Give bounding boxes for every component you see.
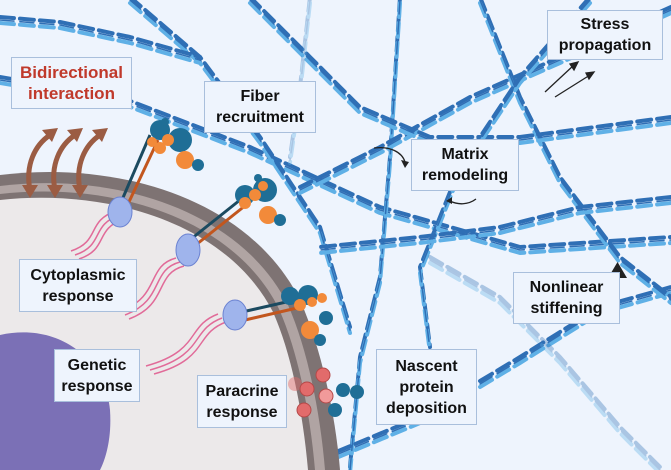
label-cytoplasmic-response: Cytoplasmic response <box>19 259 137 312</box>
integrin-1 <box>107 118 204 228</box>
ecm-fiber <box>128 0 352 335</box>
integrins <box>107 118 333 346</box>
ecm-fiber <box>318 195 671 255</box>
bidirectional-arrows <box>26 132 102 191</box>
label-nonlinear-stiffening: Nonlinear stiffening <box>513 272 620 324</box>
label-nascent-protein-deposition: Nascent protein deposition <box>376 349 477 425</box>
label-stress-propagation: Stress propagation <box>547 10 663 60</box>
bidirectional-arrowheads <box>22 128 108 198</box>
ecm-fiber <box>298 285 671 470</box>
label-paracrine-response: Paracrine response <box>197 375 287 428</box>
cell <box>0 171 340 470</box>
integrin-2 <box>175 174 286 267</box>
ecm-fiber <box>0 15 202 65</box>
ecm-fiber <box>428 255 662 470</box>
ecm-fiber <box>248 0 671 145</box>
label-matrix-remodeling: Matrix remodeling <box>411 139 519 191</box>
stress-arrows <box>544 61 596 98</box>
label-genetic-response: Genetic response <box>54 349 140 402</box>
integrin-3 <box>222 285 333 346</box>
remodeling-arrows <box>373 146 477 205</box>
ecm-fiber <box>478 0 671 305</box>
label-bidirectional-interaction: Bidirectional interaction <box>11 57 132 109</box>
ecm-fiber <box>348 0 402 470</box>
label-fiber-recruitment: Fiber recruitment <box>204 81 316 133</box>
paracrine-particles <box>288 367 364 418</box>
